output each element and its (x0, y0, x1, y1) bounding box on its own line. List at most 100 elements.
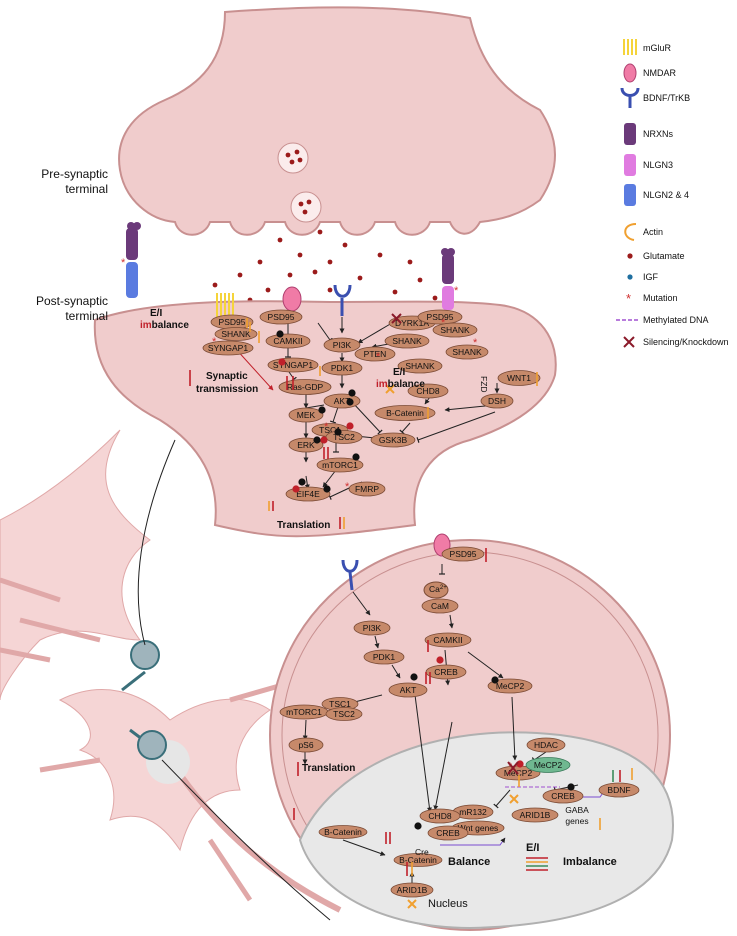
node-ellipse (407, 383, 449, 399)
phospho-icon (410, 673, 418, 681)
node-label: DSH (488, 396, 506, 406)
node-ellipse (397, 358, 443, 374)
glutamate-cleft (212, 229, 438, 315)
calcium-node (423, 581, 449, 599)
mutation-star-icon: * (345, 481, 350, 493)
calcium-charge: 2+ (440, 585, 447, 591)
node-ellipse (441, 546, 485, 562)
phospho-icon (352, 453, 360, 461)
phospho-icon (414, 822, 422, 830)
node-label: DYRK1A (395, 318, 429, 328)
node-label: ARID1B (520, 810, 551, 820)
node-mtorc1-a: mTORC1 (316, 457, 364, 473)
node-akt-b: AKT (388, 682, 428, 698)
node-label: CAMKII (273, 336, 302, 346)
glutamate-legend-icon (627, 253, 633, 259)
node-label: pS6 (298, 740, 313, 750)
ei-im-prefix-right: im (376, 379, 388, 390)
node-label: CAMKII (433, 635, 462, 645)
mutation-star-icon: * (508, 761, 513, 773)
node-ellipse (480, 393, 514, 409)
node-ellipse (511, 807, 559, 823)
pathway-nodes: PSD95SHANKSYNGAP1PSD95CAMKIISYNGAP1Ras-G… (202, 309, 640, 898)
node-label: FMRP (355, 484, 379, 494)
node-label: PSD95 (268, 312, 295, 322)
node-ellipse (259, 309, 303, 325)
mutation-star-icon: * (441, 317, 446, 329)
node-ellipse (388, 682, 428, 698)
node-ellipse (278, 379, 332, 395)
node-shank-a: SHANK (214, 327, 258, 341)
node-pi3k-a: PI3K (323, 337, 361, 353)
phospho-icon (298, 478, 306, 486)
node-ellipse (316, 457, 364, 473)
ei-balance-suffix-right: balance (388, 379, 426, 390)
node-chd8-b: CHD8 (419, 808, 461, 824)
node-ellipse (487, 678, 533, 694)
knockdown-orange-markers (385, 384, 519, 909)
node-ellipse (288, 407, 324, 423)
node-ps6: pS6 (288, 737, 324, 753)
node-ellipse (393, 853, 443, 867)
node-label: ARID1B (397, 885, 428, 895)
bdnf-legend-icon (620, 87, 640, 108)
legend-item-methyl: Methylated DNA (616, 315, 709, 325)
node-label: TSC1 (319, 425, 341, 435)
node-label: B-Catenin (324, 827, 362, 837)
node-label: SYNGAP1 (273, 360, 313, 370)
node-ellipse (525, 757, 571, 773)
node-label: ERK (297, 440, 315, 450)
node-label: SHANK (392, 336, 422, 346)
node-label: SYNGAP1 (208, 343, 248, 353)
synaptic-transmission-line2: transmission (196, 384, 258, 395)
node-b-catenin-b: B-Catenin (393, 853, 443, 867)
legend-label: Mutation (643, 293, 678, 303)
legend-item-nmdar: NMDAR (623, 63, 676, 83)
node-label: CREB (434, 667, 458, 677)
mutation-star-icon: * (454, 285, 459, 297)
node-gsk3b: GSK3B (370, 432, 416, 448)
node-camkii-a: CAMKII (265, 333, 311, 349)
nlgn3-legend-icon (624, 154, 636, 176)
translation-cell-label: Translation (302, 763, 355, 774)
node-label: PI3K (333, 340, 352, 350)
node-label: AKT (334, 396, 351, 406)
legend-label: Silencing/Knockdown (643, 337, 729, 347)
node-label: GSK3B (379, 435, 408, 445)
legend-item-nlgn3: NLGN3 (624, 154, 673, 176)
mglur-legend-icon (623, 39, 637, 55)
node-label: MeCP2 (534, 760, 563, 770)
node-shank-b: SHANK (432, 322, 478, 338)
node-label: mR132 (459, 807, 487, 817)
mutation-star-icon: * (473, 337, 478, 349)
nlgn24-legend-icon (624, 184, 636, 206)
calcium-symbol: Ca (429, 584, 440, 594)
mutation-markers: * * * * * * * * * (121, 257, 513, 773)
node-label: B-Catenin (386, 408, 424, 418)
node-chd8-a: CHD8 (407, 383, 449, 399)
node-label: BDNF (607, 785, 630, 795)
node-cam: CaM (421, 598, 459, 614)
node-mtorc1-b: mTORC1 (279, 704, 329, 720)
igf-legend-icon (627, 274, 633, 280)
node-ellipse (542, 788, 584, 804)
silencing-markers (391, 313, 519, 775)
legend-item-igf: IGF (627, 272, 659, 282)
mutation-star-icon: * (324, 421, 329, 433)
legend-label: NLGN2 & 4 (643, 190, 689, 200)
legend-item-bdnf: BDNF/TrKB (620, 87, 690, 108)
actin-legend-icon (624, 223, 637, 241)
node-ellipse (318, 825, 368, 839)
node-ellipse (353, 620, 391, 636)
label-line: Post-synaptic (36, 294, 108, 308)
phospho-icon (346, 422, 354, 430)
node-pdk1-b: PDK1 (363, 649, 405, 665)
phospho-icon (567, 783, 575, 791)
node-label: WNT1 (507, 373, 531, 383)
phospho-icon (318, 406, 326, 414)
node-creb-c: CREB (427, 825, 469, 841)
node-ras-gdp: Ras-GDP (278, 379, 332, 395)
node-ellipse (421, 598, 459, 614)
